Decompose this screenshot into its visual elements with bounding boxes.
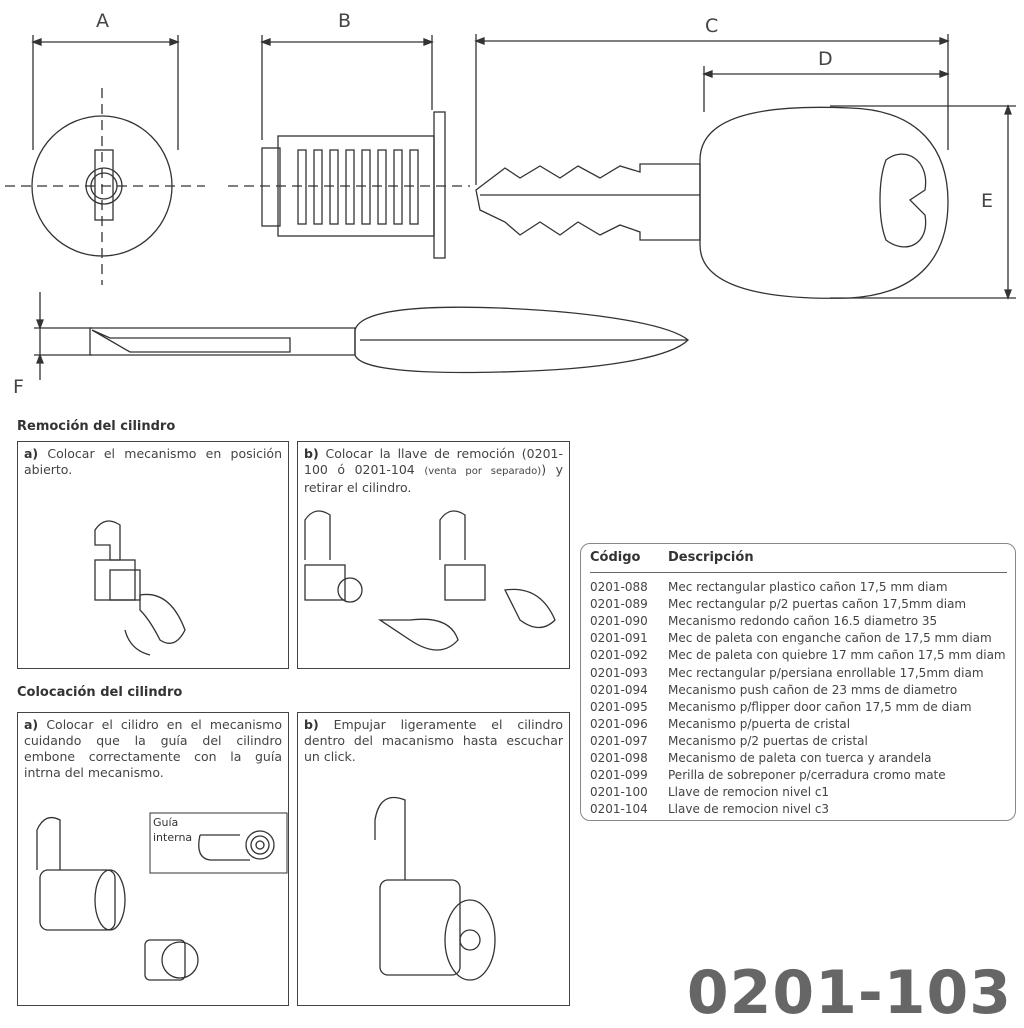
row-code: 0201-088 <box>590 580 648 594</box>
dimension-label-a: A <box>96 10 109 32</box>
row-description: Llave de remocion nivel c3 <box>668 802 830 817</box>
illustration-removal-b <box>304 510 556 651</box>
illustration-placement-b <box>374 796 496 981</box>
row-description: Mec de paleta con quiebre 17 mm cañon 17… <box>668 648 1006 663</box>
header-code: Código <box>590 550 641 565</box>
row-code: 0201-104 <box>590 802 648 817</box>
row-code: 0201-096 <box>590 716 648 731</box>
inset-label-guia: Guía <box>153 816 179 829</box>
removal-step-b: b) Colocar la llave de remoción (0201-10… <box>297 441 570 669</box>
step-text: Colocar la llave de remoción (0201-100 ó… <box>304 446 563 477</box>
inset-label-interna: interna <box>153 831 193 844</box>
dimension-label-b: B <box>338 10 352 32</box>
row-description: Mecanismo redondo cañon 16.5 diametro 35 <box>668 614 938 629</box>
row-description: Mecanismo push cañon de 23 mms de diamet… <box>668 682 958 697</box>
illustration-placement-a <box>36 812 288 981</box>
row-code: 0201-098 <box>590 751 648 765</box>
row-code: 0201-095 <box>590 699 648 714</box>
row-description: Llave de remocion nivel c1 <box>668 785 830 800</box>
row-description: Mec rectangular plastico cañon 17,5 mm d… <box>668 580 948 594</box>
side-view-cylinder <box>228 111 470 259</box>
step-label: a) <box>24 717 39 732</box>
removal-title: Remoción del cilindro <box>17 419 176 434</box>
dimension-d <box>702 66 950 112</box>
header-description: Descripción <box>668 550 754 565</box>
row-description: Mecanismo p/puerta de cristal <box>668 716 851 731</box>
row-code: 0201-097 <box>590 733 648 748</box>
illustration-removal-a <box>94 520 186 656</box>
row-code: 0201-089 <box>590 597 648 612</box>
step-note: (venta por separado) <box>424 466 542 477</box>
table-header: Código Descripción <box>590 550 1007 573</box>
row-code: 0201-092 <box>590 648 648 663</box>
step-text: Colocar el mecanismo en posición abierto… <box>24 446 282 477</box>
step-label: a) <box>24 446 39 461</box>
step-text: Colocar el cilidro en el mecanismo cuida… <box>24 717 283 780</box>
key-side-view <box>89 306 689 374</box>
dimension-e <box>830 104 1016 300</box>
model-number: 0201-103 <box>686 958 1012 1028</box>
row-description: Mecanismo p/2 puertas de cristal <box>668 733 868 748</box>
row-code: 0201-094 <box>590 682 648 697</box>
front-view-lock <box>5 88 205 285</box>
dimension-c <box>474 34 950 185</box>
row-description: Mec de paleta con enganche cañon de 17,5… <box>668 631 992 646</box>
dimension-b <box>260 35 434 140</box>
row-code: 0201-099 <box>590 768 648 783</box>
step-label: b) <box>304 717 319 732</box>
step-text: Empujar ligeramente el cilindro dentro d… <box>304 717 563 764</box>
row-code: 0201-091 <box>590 631 648 646</box>
row-code: 0201-090 <box>590 614 648 629</box>
row-code: 0201-093 <box>590 665 648 680</box>
row-code: 0201-100 <box>590 785 648 800</box>
row-description: Mec rectangular p/2 puertas cañon 17,5mm… <box>668 597 967 612</box>
dimension-a <box>31 35 180 150</box>
removal-step-a: a) Colocar el mecanismo en posición abie… <box>17 441 289 669</box>
placement-step-a: a) Colocar el cilidro en el mecanismo cu… <box>17 712 289 1006</box>
dimension-label-e: E <box>981 190 994 212</box>
dimension-label-d: D <box>818 48 833 70</box>
row-description: Perilla de sobreponer p/cerradura cromo … <box>668 768 946 783</box>
step-text-end: ) y retirar el cilindro. <box>304 462 563 495</box>
placement-step-b: b) Empujar ligeramente el cilindro dentr… <box>297 712 570 1006</box>
row-description: Mec rectangular p/persiana enrollable 17… <box>668 665 984 680</box>
row-description: Mecanismo p/flipper door cañon 17,5 mm d… <box>668 699 972 714</box>
placement-title: Colocación del cilindro <box>17 685 183 700</box>
key-drawing <box>475 106 949 299</box>
row-description: Mecanismo de paleta con tuerca y arandel… <box>668 751 932 765</box>
dimension-f <box>34 292 92 380</box>
dimension-label-c: C <box>705 15 719 37</box>
dimension-label-f: F <box>13 376 24 398</box>
step-label: b) <box>304 446 319 461</box>
